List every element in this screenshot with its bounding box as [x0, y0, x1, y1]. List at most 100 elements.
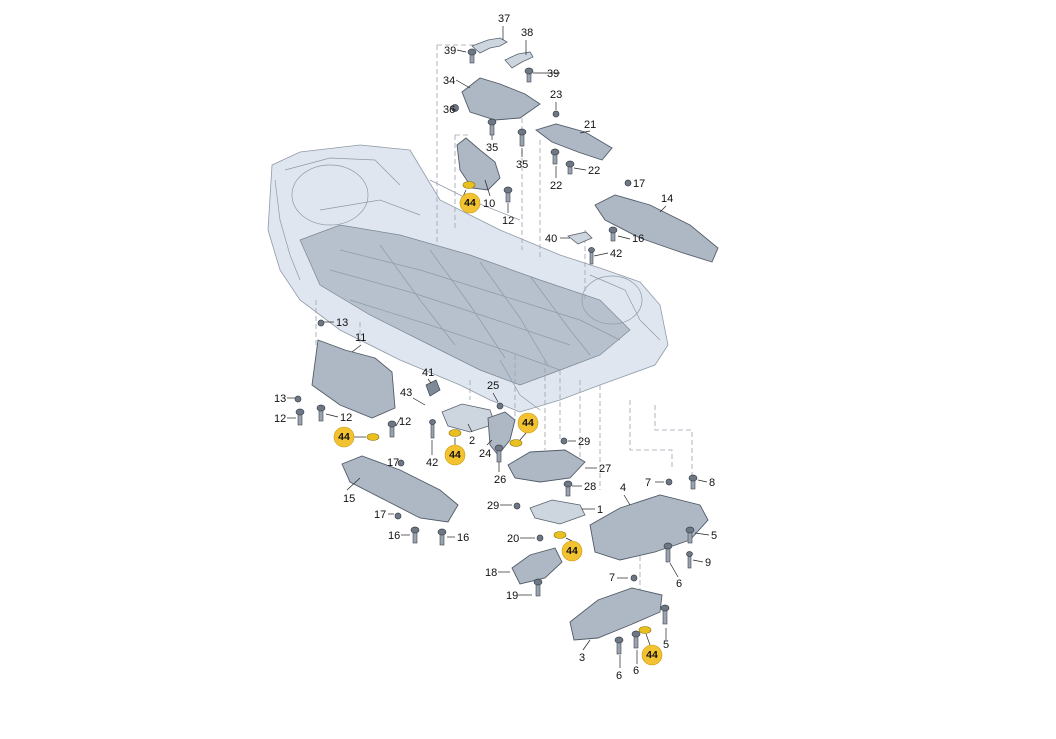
leader-line [467, 423, 473, 433]
svg-text:44: 44 [566, 545, 578, 557]
leader-line [412, 397, 426, 406]
leader-line [694, 532, 710, 536]
bolt [688, 474, 698, 490]
leader-line [645, 633, 651, 646]
label-7: 7 [645, 477, 651, 489]
bolt [550, 148, 560, 165]
label-37: 37 [498, 13, 510, 25]
label-26: 26 [494, 474, 506, 486]
svg-text:44: 44 [522, 417, 534, 429]
leader-line [593, 252, 609, 257]
reference-lines [315, 44, 693, 600]
leader-line [692, 559, 704, 563]
label-2: 2 [469, 435, 475, 447]
label-12: 12 [274, 413, 286, 425]
label-17: 17 [387, 457, 399, 469]
svg-text:44: 44 [646, 649, 658, 661]
bracket-38 [504, 51, 534, 69]
leader-line [582, 639, 591, 651]
fasteners [294, 48, 698, 655]
leader-line [659, 205, 667, 213]
bolt [487, 118, 497, 136]
leader-line [669, 562, 679, 578]
label-13: 13 [274, 393, 286, 405]
badge-44: 44 [459, 192, 481, 214]
label-12: 12 [399, 416, 411, 428]
bracket-24 [487, 411, 516, 456]
badge-44: 44 [444, 444, 466, 466]
bolt [686, 551, 693, 569]
badge-44: 44 [517, 412, 539, 434]
leader-line [579, 130, 591, 134]
leader-line [486, 439, 493, 446]
shield-4 [589, 494, 709, 561]
label-6: 6 [633, 665, 639, 677]
bolt [524, 67, 534, 83]
part-labels: 37 38 39 39 34 23 36 21 35 35 22 22 17 1… [274, 13, 717, 682]
label-16: 16 [457, 532, 469, 544]
bolt [295, 408, 305, 426]
bracket-18 [511, 547, 563, 585]
leader-line [427, 378, 432, 384]
label-4: 4 [620, 482, 626, 494]
label-42: 42 [426, 457, 438, 469]
shield-15 [341, 455, 459, 523]
plate-27 [507, 449, 586, 483]
label-24: 24 [479, 448, 491, 460]
label-35: 35 [516, 159, 528, 171]
label-16: 16 [632, 233, 644, 245]
label-5: 5 [711, 530, 717, 542]
bolt [467, 48, 477, 64]
bracket-37 [471, 37, 508, 54]
label-10: 10 [483, 198, 495, 210]
rail-14 [594, 194, 719, 263]
label-12: 12 [502, 215, 514, 227]
clip-41 [425, 379, 441, 397]
label-15: 15 [343, 493, 355, 505]
bracket-40 [567, 231, 593, 245]
leader-line [617, 235, 631, 240]
svg-text:44: 44 [449, 449, 461, 461]
bolt [614, 636, 624, 655]
bolt [533, 578, 543, 597]
label-41: 41 [422, 367, 434, 379]
leader-line [623, 494, 631, 506]
label-13: 13 [336, 317, 348, 329]
label-20: 20 [507, 533, 519, 545]
leader-line [346, 477, 361, 491]
bolt [565, 160, 575, 175]
bolt [437, 528, 447, 546]
label-36: 36 [443, 104, 455, 116]
label-28: 28 [584, 481, 596, 493]
leader-line [573, 167, 587, 171]
bolt [631, 630, 641, 649]
label-17: 17 [374, 509, 386, 521]
svg-text:44: 44 [464, 197, 476, 209]
leader-line [456, 49, 467, 53]
label-43: 43 [400, 387, 412, 399]
rail-21 [535, 123, 613, 161]
leader-line [492, 392, 499, 403]
plate-1 [529, 499, 586, 525]
leader-line [565, 537, 573, 542]
svg-text:44: 44 [338, 431, 350, 443]
label-14: 14 [661, 193, 673, 205]
label-3: 3 [579, 652, 585, 664]
bolt [685, 526, 695, 544]
bolt [660, 604, 670, 625]
label-6: 6 [616, 670, 622, 682]
label-17: 17 [633, 178, 645, 190]
badge-44: 44 [333, 426, 355, 448]
plate-2 [441, 403, 496, 433]
bolt [316, 404, 326, 422]
label-29: 29 [578, 436, 590, 448]
leader-line [395, 416, 402, 427]
shield-3 [569, 587, 663, 641]
bolt [387, 420, 397, 438]
label-23: 23 [550, 89, 562, 101]
label-8: 8 [709, 477, 715, 489]
badge-44: 44 [641, 644, 663, 666]
label-5: 5 [663, 639, 669, 651]
